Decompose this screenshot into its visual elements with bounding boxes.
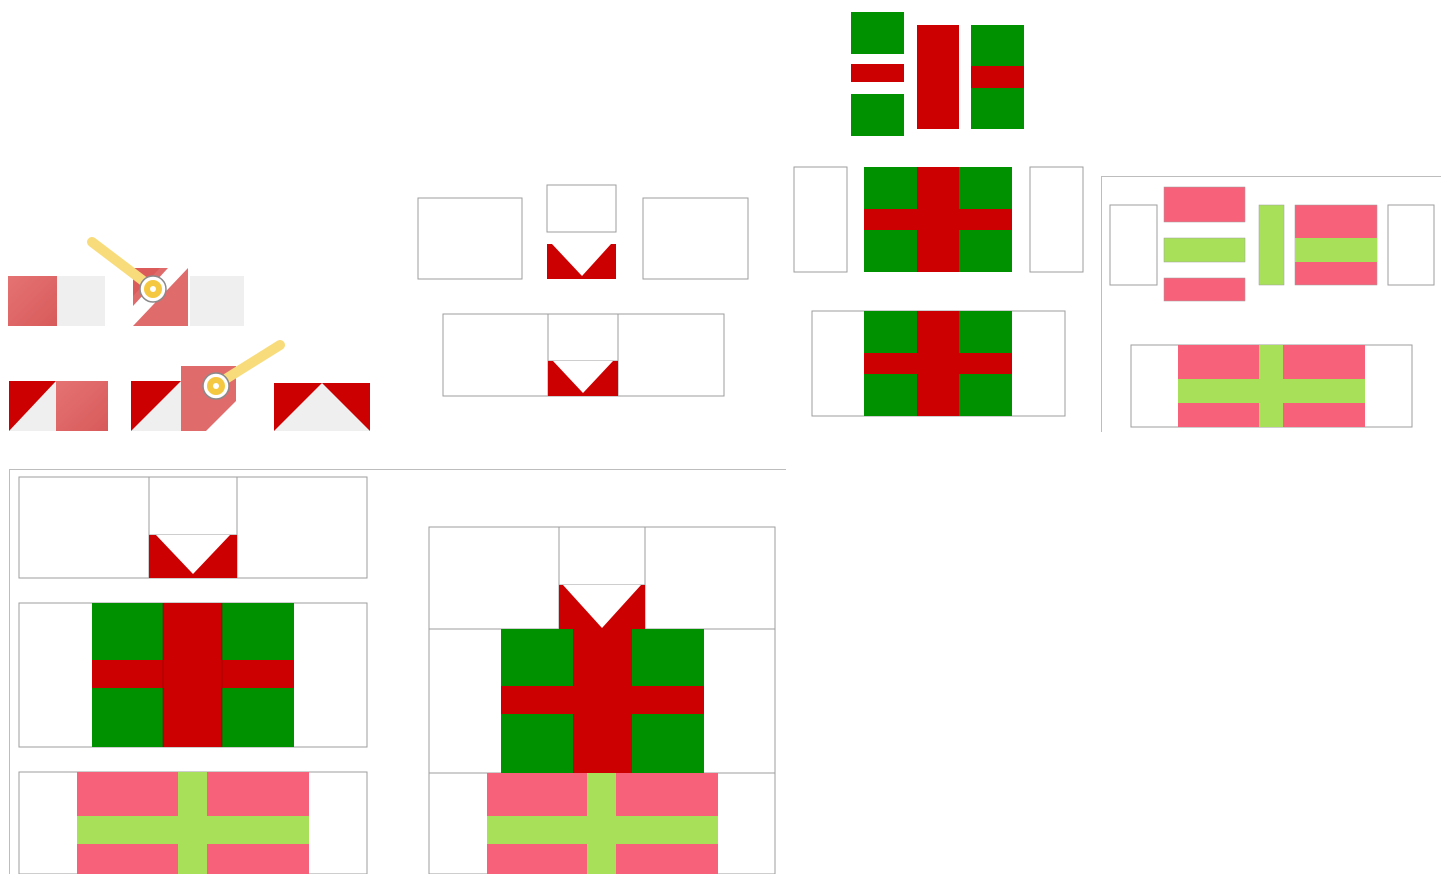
pink-square bbox=[8, 276, 57, 326]
background-rectangle bbox=[418, 198, 522, 279]
panel-divider bbox=[1101, 176, 1441, 177]
top-section-panel bbox=[418, 185, 748, 396]
flying-geese-unit bbox=[274, 383, 370, 431]
green-present-block bbox=[92, 603, 294, 747]
hst-unit bbox=[9, 381, 56, 431]
finished-block-panel bbox=[429, 527, 775, 874]
green-present-block bbox=[864, 311, 1012, 416]
background-rectangle bbox=[1030, 167, 1083, 272]
red-ribbon-strip bbox=[917, 25, 959, 129]
pink-rectangle bbox=[1164, 278, 1245, 301]
background-rectangle bbox=[794, 167, 847, 272]
background-rectangle bbox=[643, 198, 748, 279]
pink-present-block bbox=[487, 773, 718, 874]
lime-ribbon-strip bbox=[1259, 205, 1284, 285]
hst-cutting-panel bbox=[8, 242, 370, 431]
background-rectangle bbox=[1110, 205, 1157, 285]
lime-sash bbox=[1164, 238, 1245, 262]
panel-divider bbox=[9, 469, 10, 874]
bow-unit bbox=[547, 244, 616, 279]
bow-unit bbox=[559, 585, 645, 629]
background-rectangle bbox=[547, 185, 616, 232]
background-rectangle bbox=[1388, 205, 1434, 285]
pink-square bbox=[56, 381, 108, 431]
bow-unit bbox=[548, 361, 618, 396]
panel-divider bbox=[9, 469, 786, 470]
pink-present-block bbox=[1178, 345, 1365, 427]
pink-present-panel bbox=[1110, 187, 1434, 427]
hst-unit bbox=[131, 381, 181, 431]
green-rectangle bbox=[851, 94, 904, 136]
green-present-block bbox=[501, 629, 704, 773]
green-present-block bbox=[864, 167, 1012, 272]
block-parts-panel bbox=[19, 477, 367, 874]
pink-present-block bbox=[77, 772, 309, 874]
light-square bbox=[190, 276, 244, 326]
green-rectangle bbox=[851, 12, 904, 54]
bow-unit bbox=[149, 535, 237, 578]
pink-rectangle bbox=[1164, 187, 1245, 222]
sewn-pink-column bbox=[1295, 205, 1377, 285]
green-present-panel bbox=[794, 12, 1083, 416]
red-sash bbox=[851, 64, 904, 82]
light-square bbox=[57, 276, 105, 326]
sewn-green-column bbox=[971, 25, 1024, 129]
panel-divider bbox=[1101, 176, 1102, 432]
